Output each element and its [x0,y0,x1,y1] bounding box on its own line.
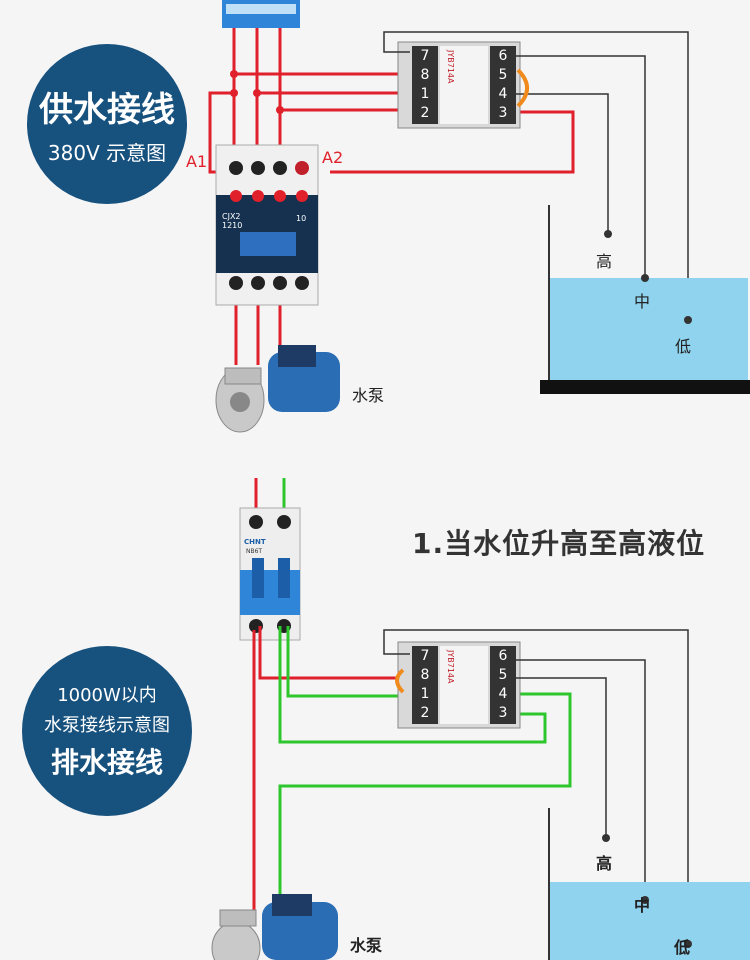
pump-label-top: 水泵 [352,386,385,405]
supply-badge: 供水接线 380V 示意图 [27,44,187,204]
tank-low-label-top: 低 [675,337,692,356]
breaker-model: NB6T [246,548,263,555]
relay-term-4: 4 [498,86,508,102]
tank-mid-label-bottom: 中 [634,896,651,915]
relay-right-terminals-bottom: 6 5 4 3 [492,648,514,724]
drain-badge: 1000W以内 水泵接线示意图 排水接线 [22,646,192,816]
pump-label-bottom: 水泵 [350,936,383,955]
drain-badge-line1: 1000W以内 [57,685,157,706]
breaker-top-strip [226,4,296,14]
relay-term-2: 2 [420,705,430,721]
contactor-model: CJX2 1210 [222,212,243,230]
supply-badge-title: 供水接线 [39,90,175,130]
relay-term-5: 5 [498,67,508,83]
water-pump-top [215,345,340,433]
relay-term-6: 6 [498,648,508,664]
water-tank-bottom [548,808,750,960]
drain-badge-line2: 水泵接线示意图 [44,715,170,736]
breaker-brand: CHNT [244,538,266,546]
contactor [215,144,319,306]
tank-high-label-top: 高 [596,252,613,271]
relay-term-8: 8 [420,67,430,83]
supply-junctions [230,70,284,114]
label-a2: A2 [322,148,344,167]
relay-model-top: JYB714A [446,50,455,84]
relay-left-terminals-top: 7 8 1 2 [414,48,436,124]
supply-wiring-panel: 供水接线 380V 示意图 A1 A2 CJX2 1210 10 水泵 JYB7… [0,0,750,470]
water-pump-bottom [211,894,338,960]
tank-mid-label-top: 中 [634,292,651,311]
relay-term-3: 3 [498,105,508,121]
drain-green-wires [278,626,572,910]
relay-term-7: 7 [420,648,430,664]
relay-term-5: 5 [498,667,508,683]
water-tank-top [540,205,750,394]
relay-left-terminals-bottom: 7 8 1 2 [414,648,436,724]
relay-term-4: 4 [498,686,508,702]
relay-jumper-bottom [395,668,405,694]
relay-term-2: 2 [420,105,430,121]
contactor-number: 10 [296,214,307,223]
level-relay-bottom [397,641,521,729]
label-a1: A1 [186,152,208,171]
drain-red-wires [252,626,410,910]
relay-term-6: 6 [498,48,508,64]
tank-high-label-bottom: 高 [596,854,613,873]
drain-wiring-diagram [211,478,750,960]
relay-term-7: 7 [420,48,430,64]
relay-term-1: 1 [420,86,430,102]
supply-wiring-diagram [208,0,750,433]
drain-badge-title: 排水接线 [50,746,163,779]
drain-probe-wires [383,629,689,942]
tank-low-label-bottom: 低 [674,938,691,957]
supply-badge-subtitle: 380V 示意图 [47,141,167,165]
supply-probe-wires [383,31,689,318]
relay-jumper-top [516,68,529,108]
relay-term-1: 1 [420,686,430,702]
drain-wiring-panel: 1.当水位升高至高液位 1000W以内 水泵接线示意图 排水接线 CHNT NB… [0,470,750,960]
circuit-breaker [239,478,301,641]
relay-term-3: 3 [498,705,508,721]
relay-term-8: 8 [420,667,430,683]
relay-model-bottom: JYB714A [446,650,455,684]
drain-heading: 1.当水位升高至高液位 [412,527,706,560]
level-relay-top [397,41,521,129]
relay-right-terminals-top: 6 5 4 3 [492,48,514,124]
